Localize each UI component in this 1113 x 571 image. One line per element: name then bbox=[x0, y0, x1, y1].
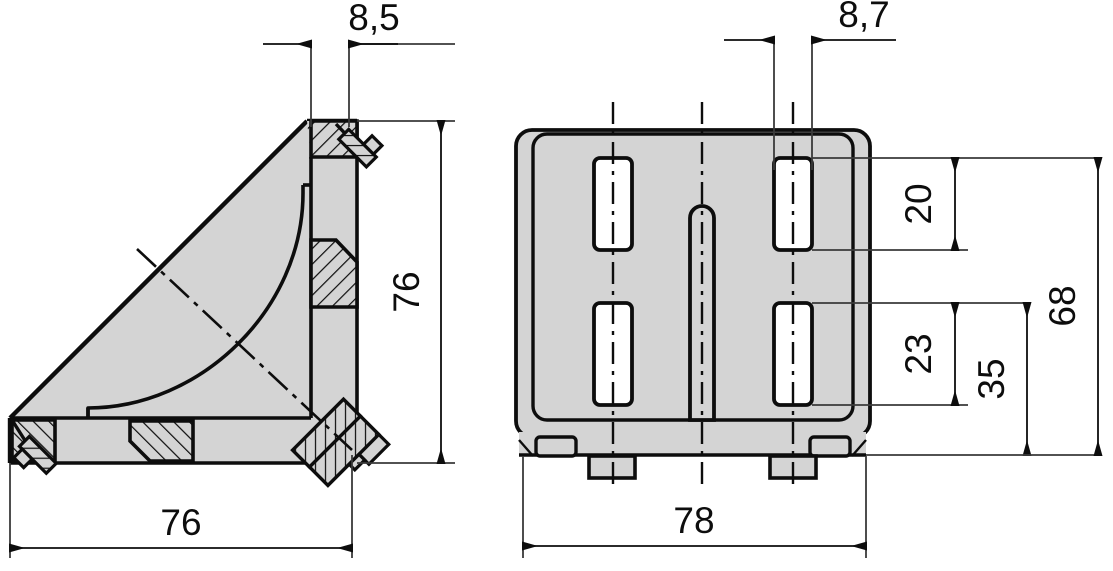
dimension-23: 23 bbox=[812, 302, 1028, 406]
horizontal-leg-walls bbox=[10, 416, 357, 465]
base-tab-left bbox=[534, 435, 578, 458]
dimension-76-horizontal: 76 bbox=[9, 455, 353, 558]
tslot-corner-top bbox=[307, 119, 385, 170]
base-tab-right bbox=[808, 435, 852, 458]
dimension-label-23: 23 bbox=[898, 333, 939, 374]
dimension-68: 68 bbox=[866, 157, 1103, 456]
tslot-corner-bottom-right bbox=[290, 396, 392, 488]
dimension-35: 35 bbox=[971, 302, 1032, 456]
dimension-8-7: 8,7 bbox=[724, 0, 896, 170]
section-view-left bbox=[7, 118, 392, 488]
dimension-label-8-5: 8,5 bbox=[348, 0, 399, 38]
dimension-8-5: 8,5 bbox=[263, 0, 455, 127]
dimension-label-20: 20 bbox=[898, 183, 939, 224]
dimension-label-76-vertical: 76 bbox=[386, 271, 427, 312]
tslot-mid-web bbox=[309, 238, 359, 309]
dimension-label-35: 35 bbox=[971, 358, 1012, 399]
dimension-76-vertical: 76 bbox=[357, 120, 455, 464]
dimension-label-68: 68 bbox=[1042, 285, 1083, 326]
dimension-20: 20 bbox=[812, 157, 1102, 251]
dimension-78: 78 bbox=[522, 456, 867, 558]
centerline-diagonal bbox=[136, 248, 353, 451]
front-view-right bbox=[514, 102, 872, 490]
dimension-label-78: 78 bbox=[673, 500, 714, 541]
web-bottom-hatch bbox=[128, 419, 195, 463]
fillet-relief-pocket bbox=[88, 185, 311, 418]
dimension-label-76-horizontal: 76 bbox=[160, 502, 201, 543]
dimension-label-8-7: 8,7 bbox=[838, 0, 889, 35]
tslot-corner-left bbox=[10, 418, 59, 476]
